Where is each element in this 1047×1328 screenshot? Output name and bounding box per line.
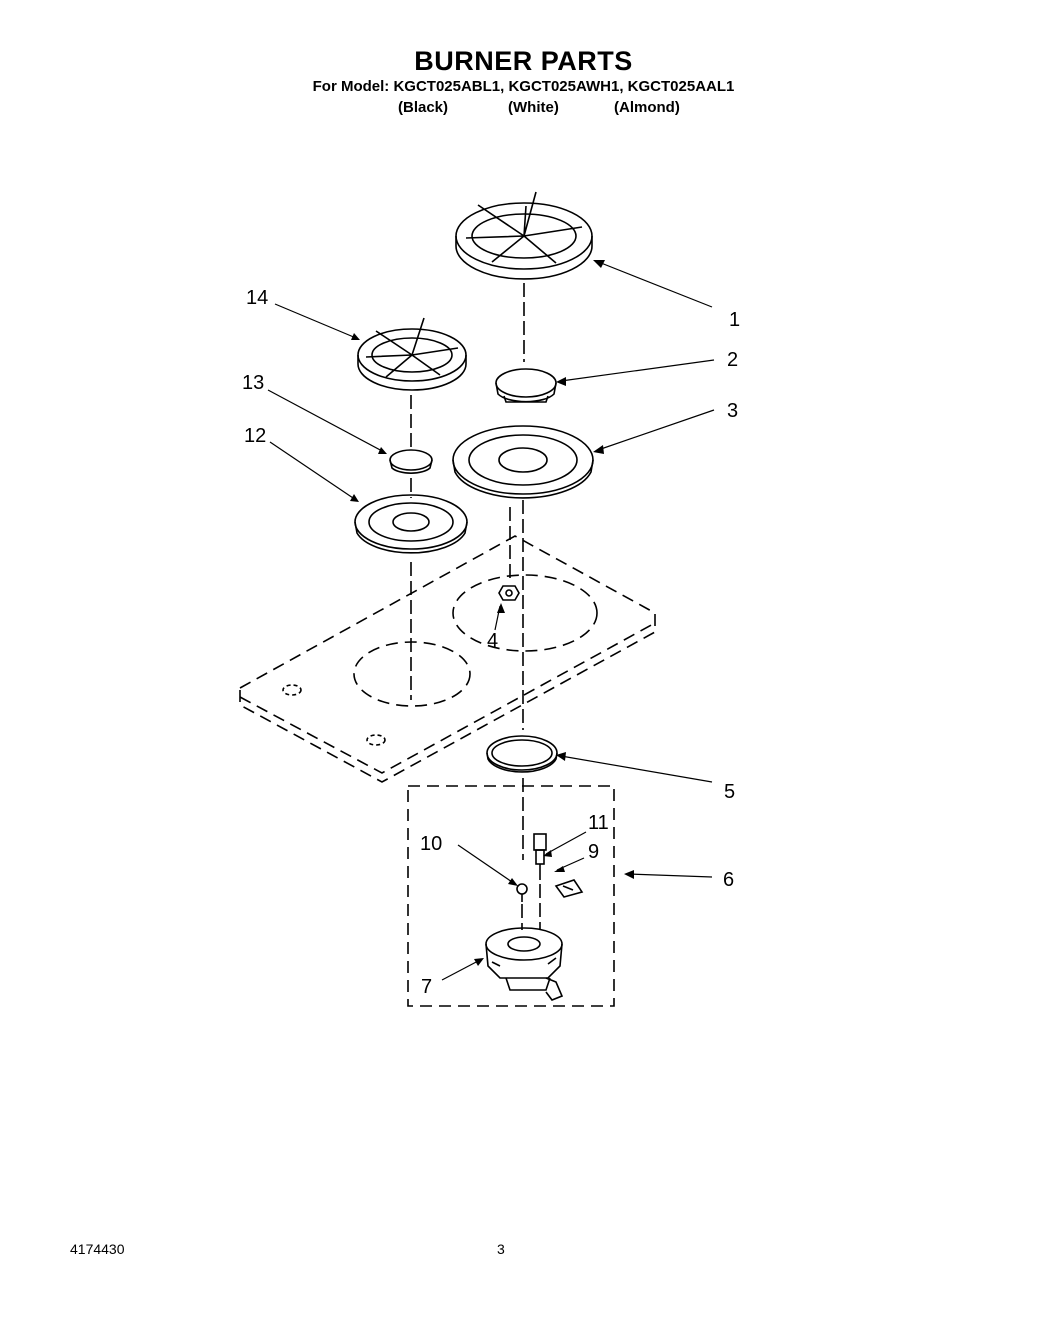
page-number: 3 [497, 1241, 505, 1257]
screw-part [516, 883, 528, 902]
finish-white: (White) [508, 99, 559, 116]
callout-10: 10 [420, 833, 442, 855]
small-burner-grate [357, 317, 467, 391]
callout-9: 9 [588, 841, 599, 863]
callout-5: 5 [724, 781, 735, 803]
model-list: For Model: KGCT025ABL1, KGCT025AWH1, KGC… [312, 78, 735, 95]
leader-lines [267, 260, 715, 981]
burner-seal-ring [486, 735, 558, 773]
callout-4: 4 [487, 630, 498, 652]
large-burner-head [452, 425, 594, 499]
callout-13: 13 [242, 372, 264, 394]
callout-12: 12 [244, 425, 266, 447]
document-number: 4174430 [70, 1241, 125, 1257]
callout-2: 2 [727, 349, 738, 371]
burner-base [485, 927, 564, 1001]
spark-electrode [533, 833, 547, 880]
callout-3: 3 [727, 400, 738, 422]
cooktop-outline [239, 535, 656, 783]
arrow-heads [350, 260, 634, 966]
callout-1: 1 [729, 309, 740, 331]
electrode-clip [554, 879, 584, 898]
left-burner-opening [353, 641, 471, 707]
large-burner-grate [455, 191, 593, 280]
callout-6: 6 [723, 869, 734, 891]
finish-almond: (Almond) [614, 99, 680, 116]
orifice-part [498, 585, 520, 601]
small-burner-head [354, 494, 468, 554]
large-burner-cap [495, 368, 557, 403]
callout-14: 14 [246, 287, 268, 309]
right-burner-opening [452, 574, 598, 652]
callout-11: 11 [588, 812, 609, 834]
finish-black: (Black) [398, 99, 449, 116]
valve-assembly-box [407, 785, 615, 1007]
page-title: BURNER PARTS [414, 46, 633, 76]
small-burner-cap [389, 449, 433, 474]
callout-7: 7 [421, 976, 432, 998]
